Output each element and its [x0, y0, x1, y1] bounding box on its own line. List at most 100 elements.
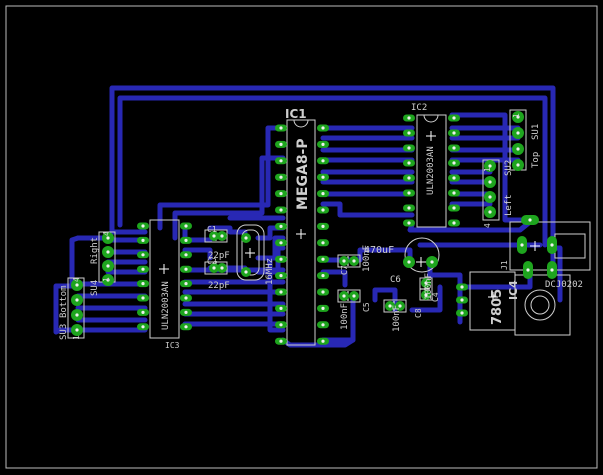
pad-drill — [321, 208, 325, 212]
crystal-value-label: 16MHz — [265, 258, 275, 285]
c8-outline — [383, 299, 407, 313]
c7-value-label: 100nF — [362, 245, 372, 272]
c7-label: C7 — [340, 265, 349, 275]
pad-drill — [488, 210, 492, 214]
pad-drill — [407, 260, 411, 264]
pad-drill — [452, 221, 456, 225]
pad-drill — [106, 278, 110, 282]
c5-label: C5 — [362, 302, 371, 312]
pad-drill — [184, 253, 188, 257]
pad-drill — [184, 325, 188, 329]
pad-drill — [141, 325, 145, 329]
ic1-ref-label: IC1 — [285, 107, 307, 121]
ic2-ref-label: IC2 — [411, 103, 427, 113]
c7-outline — [337, 254, 361, 268]
ic3-ref-label: IC3 — [165, 341, 180, 350]
pad-drill — [407, 191, 411, 195]
pad-drill — [141, 238, 145, 242]
ic4-value-label: 7805 — [490, 289, 505, 325]
pad-drill — [407, 131, 411, 135]
trace — [255, 235, 286, 261]
trace — [320, 201, 415, 218]
c2-label: C2 — [207, 257, 217, 266]
trace — [172, 155, 286, 241]
ic2-value-label: ULN2003AN — [426, 146, 436, 195]
crystal-inner — [241, 229, 260, 276]
su3-outline — [67, 277, 85, 339]
pad-drill — [75, 313, 79, 317]
pad-drill — [279, 257, 283, 261]
pad-drill — [220, 234, 224, 238]
su3-pin1-label: 1 — [72, 335, 81, 340]
pad-drill — [452, 176, 456, 180]
pad-drill — [279, 290, 283, 294]
c8-label: C8 — [414, 308, 423, 318]
su2-side-label: Left — [504, 194, 514, 216]
pad-drill — [321, 224, 325, 228]
ic3-outline — [149, 219, 180, 339]
pad-drill — [279, 208, 283, 212]
c2-value-label: 22pF — [208, 281, 230, 291]
su2-outline — [482, 159, 500, 221]
su4-pin4-label: 4 — [102, 231, 111, 236]
pad-drill — [184, 296, 188, 300]
pad-drill — [212, 266, 216, 270]
pad-drill — [75, 328, 79, 332]
su1-side-label: Top — [531, 152, 541, 168]
su1-pin1-label: 1 — [512, 113, 521, 118]
pad-drill — [424, 281, 428, 285]
pad-drill — [279, 339, 283, 343]
pad-drill — [516, 147, 520, 151]
pad-drill — [321, 339, 325, 343]
trace — [157, 125, 286, 231]
ic1-value-label: MEGA8-P — [295, 138, 311, 210]
trace — [320, 269, 348, 288]
su4-label: SU4 — [90, 280, 100, 296]
pad-drill — [321, 126, 325, 130]
j1-label: J1 — [500, 260, 509, 270]
c8-value-label: 100nF — [392, 305, 402, 332]
pad-drill — [321, 323, 325, 327]
origin-cross — [488, 292, 498, 302]
ic3-value-label: ULN2003AN — [161, 281, 171, 330]
pad-drill — [488, 195, 492, 199]
pad-drill — [279, 126, 283, 130]
pad-drill — [352, 294, 356, 298]
trace — [69, 235, 81, 287]
pad-drill — [106, 236, 110, 240]
pad-drill — [244, 236, 248, 240]
pad-drill — [407, 116, 411, 120]
pad-drill — [279, 323, 283, 327]
pad-drill — [279, 175, 283, 179]
pad-drill — [321, 274, 325, 278]
pad-drill — [407, 161, 411, 165]
trace — [53, 283, 148, 335]
pad-drill — [488, 164, 492, 168]
pad-drill — [516, 163, 520, 167]
dc-jack-outline — [514, 274, 571, 336]
trace — [409, 284, 443, 313]
su1-label: SU1 — [531, 124, 541, 140]
pad-drill — [106, 264, 110, 268]
dc-jack-ring — [524, 289, 556, 321]
ic4-ref-label: IC4 — [507, 280, 520, 300]
su3-label: SU3 — [59, 324, 69, 340]
pad-drill — [342, 259, 346, 263]
c5-outline — [337, 289, 361, 303]
pad-drill — [321, 290, 325, 294]
origin-cross — [159, 264, 169, 274]
trace — [407, 219, 533, 233]
pad-drill — [184, 238, 188, 242]
ic1-outline — [286, 119, 316, 346]
c6-value-label: 470uF — [364, 245, 394, 256]
pad-drill — [184, 310, 188, 314]
c6-label: C6 — [390, 275, 401, 285]
c1-label: C1 — [207, 225, 217, 234]
pad-drill — [75, 283, 79, 287]
dc-jack-ring-inner — [530, 295, 550, 315]
ic2-outline — [416, 114, 447, 228]
pad-drill — [452, 146, 456, 150]
pad-drill — [220, 266, 224, 270]
pad-drill — [550, 243, 554, 247]
